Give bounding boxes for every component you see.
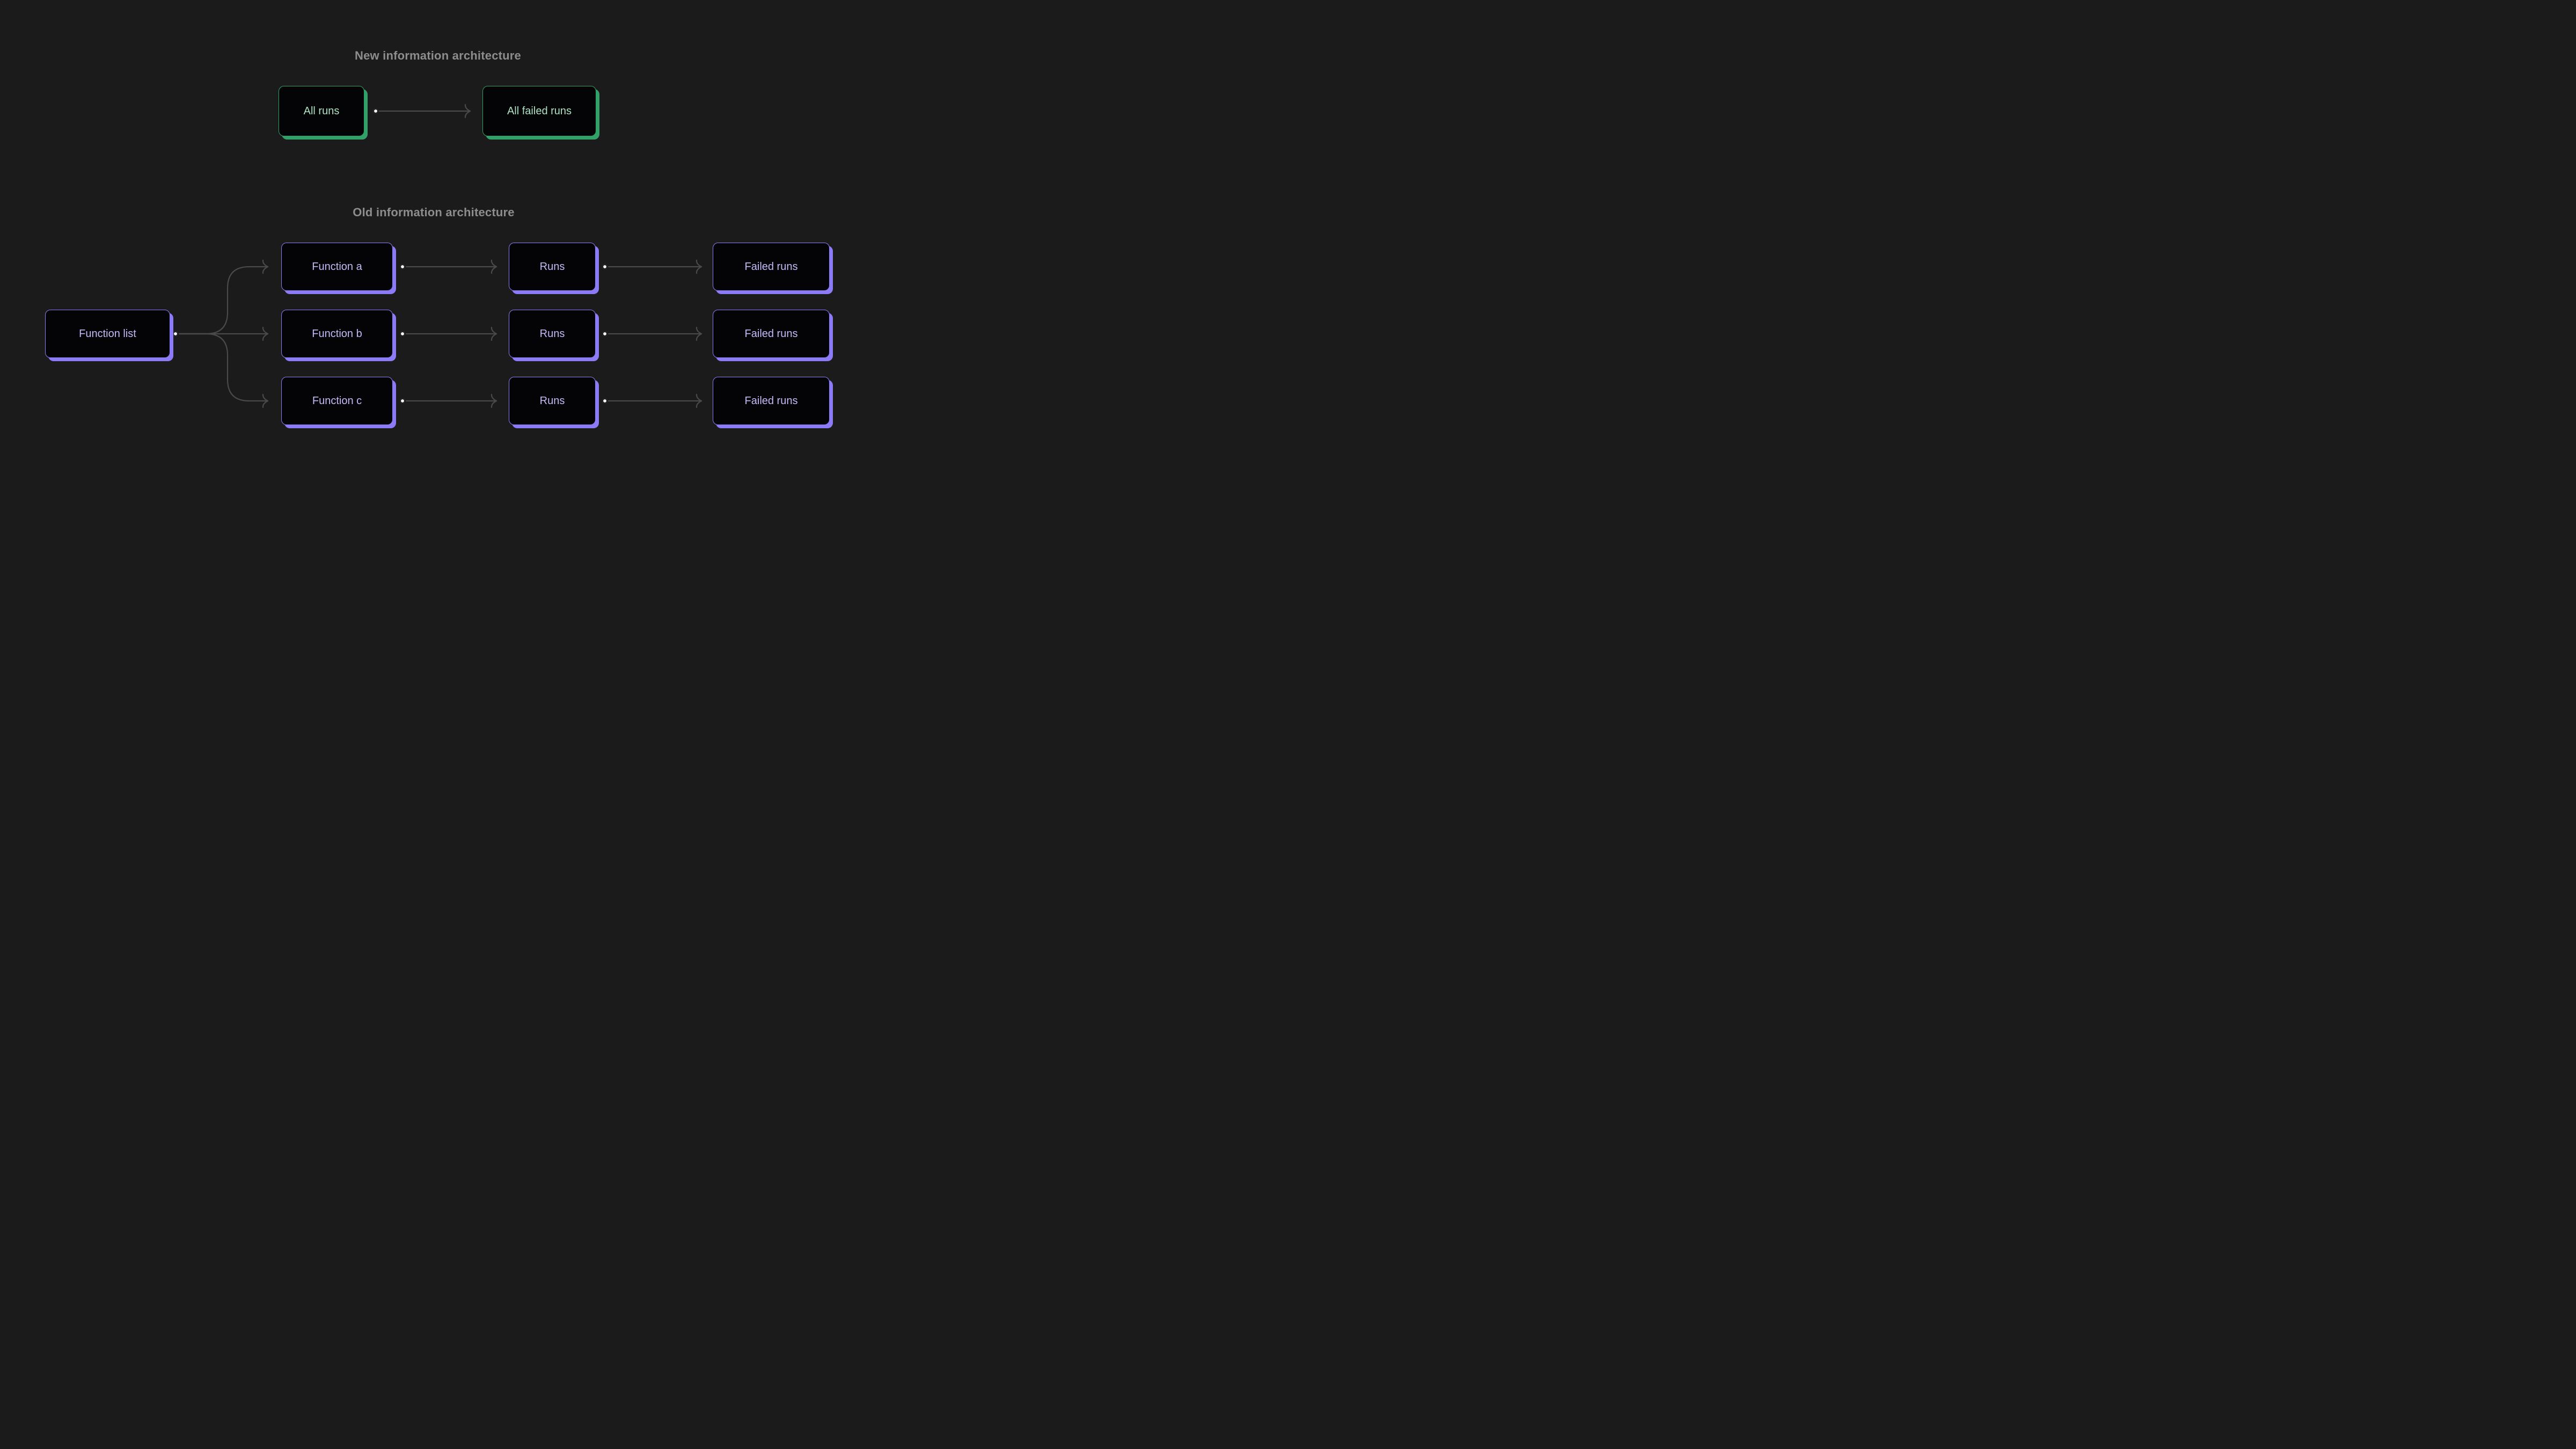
node-label: All failed runs: [507, 105, 572, 117]
arrowhead-icon: [464, 104, 471, 119]
connector-origin-dot: [172, 331, 179, 337]
node-failed-runs-b: Failed runs: [713, 310, 830, 358]
connector-functiona-runs: [399, 259, 497, 274]
connector-origin-dot: [399, 331, 406, 337]
connector-functionc-runs: [399, 393, 497, 408]
connector-runs-failedruns-a: [602, 259, 702, 274]
connector-origin-dot: [602, 264, 608, 270]
connector-functionlist-fork: [172, 259, 269, 408]
connector-origin-dot: [399, 264, 406, 270]
node-runs-a: Runs: [509, 243, 596, 291]
arrowhead-icon: [491, 259, 497, 274]
connector-functionb-runs: [399, 326, 497, 341]
node-label: Runs: [539, 261, 565, 273]
section-title-old: Old information architecture: [353, 206, 515, 219]
arrowhead-icon: [262, 259, 269, 274]
node-runs-b: Runs: [509, 310, 596, 358]
node-function-list: Function list: [45, 310, 170, 358]
node-failed-runs-a: Failed runs: [713, 243, 830, 291]
connector-origin-dot: [602, 398, 608, 404]
arrowhead-icon: [262, 393, 269, 408]
node-all-runs: All runs: [279, 86, 364, 136]
node-function-a: Function a: [281, 243, 393, 291]
node-runs-c: Runs: [509, 377, 596, 425]
node-label: Failed runs: [744, 395, 798, 407]
connector-origin-dot: [602, 331, 608, 337]
fork-branch-lower: [178, 333, 269, 402]
arrowhead-icon: [491, 393, 497, 408]
arrowhead-icon: [491, 326, 497, 341]
connector-origin-dot: [372, 108, 379, 114]
connector-origin-dot: [399, 398, 406, 404]
connector-runs-failedruns-c: [602, 393, 702, 408]
node-label: Failed runs: [744, 261, 798, 273]
node-label: Function list: [79, 328, 136, 340]
node-all-failed-runs: All failed runs: [482, 86, 596, 136]
node-label: Function a: [312, 261, 362, 273]
node-label: Function c: [312, 395, 362, 407]
node-label: Function b: [312, 328, 362, 340]
connector-layer: [172, 104, 702, 408]
node-label: Failed runs: [744, 328, 798, 340]
node-function-b: Function b: [281, 310, 393, 358]
connector-runs-failedruns-b: [602, 326, 702, 341]
arrowhead-icon: [696, 259, 702, 274]
fork-branch-upper: [178, 266, 269, 335]
node-label: Runs: [539, 395, 565, 407]
section-title-new: New information architecture: [355, 49, 521, 62]
node-function-c: Function c: [281, 377, 393, 425]
connector-allruns-allfailedruns: [372, 104, 471, 119]
arrowhead-icon: [696, 326, 702, 341]
arrowhead-icon: [262, 326, 269, 341]
node-label: All runs: [303, 105, 340, 117]
node-label: Runs: [539, 328, 565, 340]
node-failed-runs-c: Failed runs: [713, 377, 830, 425]
arrowhead-icon: [696, 393, 702, 408]
diagram-canvas: New information architecture Old informa…: [0, 0, 859, 483]
